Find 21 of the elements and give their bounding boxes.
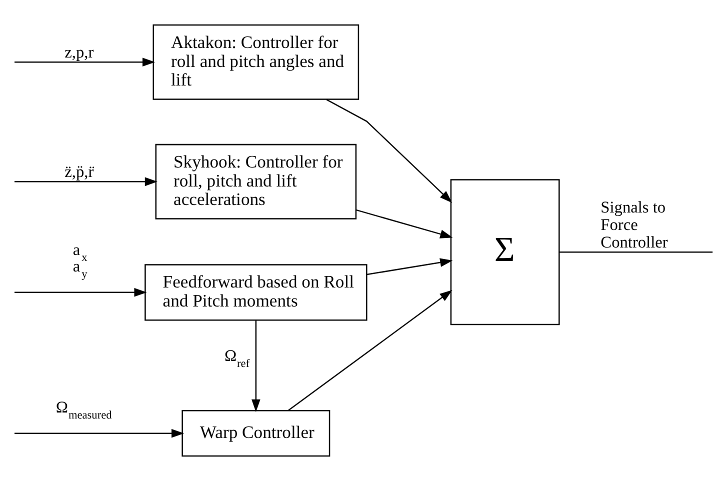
edge-label: z,p,r xyxy=(64,42,94,62)
node-box: Aktakon: Controller for roll and pitch angles and lift xyxy=(152,24,360,100)
arrow xyxy=(14,177,158,186)
node-box: Σ xyxy=(450,179,560,326)
edge-label: Signals to Force Controller xyxy=(600,197,668,252)
edge-label: Ω$_{measured}$ xyxy=(56,397,112,422)
node-box: Warp Controller xyxy=(182,410,330,457)
edge-label: Ω$_{ref}$ xyxy=(224,346,250,370)
arrow xyxy=(356,209,453,238)
arrow xyxy=(252,320,260,412)
arrow xyxy=(366,258,453,276)
connector xyxy=(559,252,713,253)
edge-label: z̈,p̈,r̈ xyxy=(64,162,94,182)
arrow xyxy=(14,288,147,297)
arrow xyxy=(288,290,452,411)
edge-label: a$_{x}$ a$_{y}$ xyxy=(72,240,88,281)
node-box: Feedforward based on Roll and Pitch moments xyxy=(144,264,368,321)
node-box: Skyhook: Controller for roll, pitch and lift accelerations xyxy=(155,144,357,220)
arrow xyxy=(326,99,452,203)
arrow xyxy=(14,58,156,67)
arrow xyxy=(14,428,184,438)
